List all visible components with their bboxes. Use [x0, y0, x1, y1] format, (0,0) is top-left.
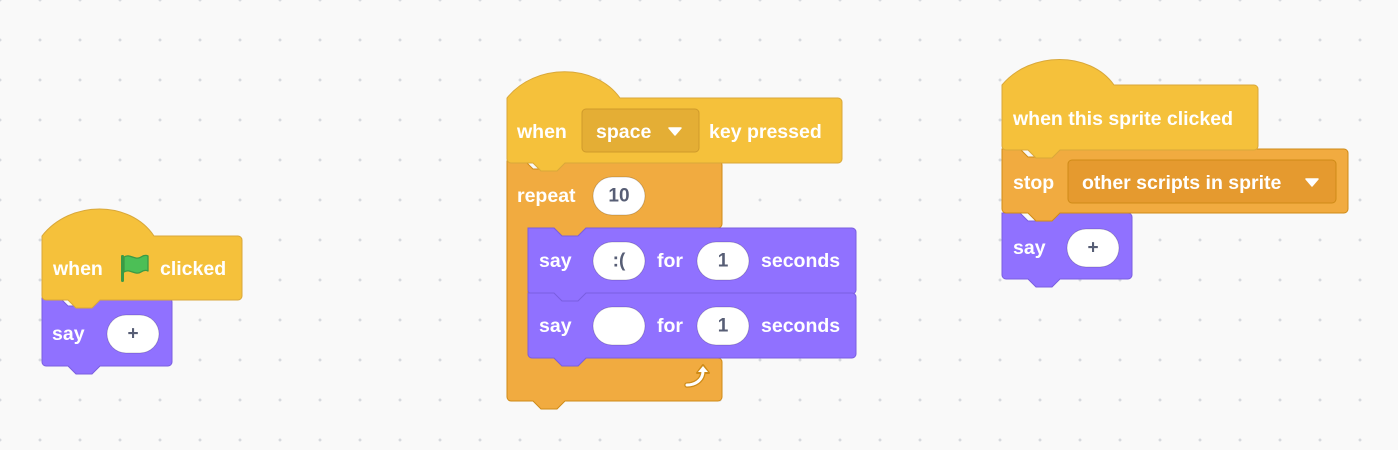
repeat-count-value: 10 — [608, 186, 629, 207]
loop-arrow-icon — [684, 364, 710, 388]
say-block[interactable]: say + — [1001, 212, 1133, 288]
hat-key-pressed-label: key pressed — [709, 121, 822, 143]
say-message-value: :( — [613, 251, 626, 272]
seconds-value: 1 — [718, 251, 729, 272]
green-flag-icon — [121, 254, 149, 282]
seconds-input[interactable] — [696, 306, 750, 346]
seconds-value: 1 — [718, 316, 729, 337]
for-label: for — [657, 250, 683, 272]
key-pressed-script[interactable]: repeat 10 say :( for 1 seconds say — [506, 71, 857, 410]
say-label: say — [539, 315, 572, 337]
key-dropdown-value: space — [596, 121, 651, 143]
say-label: say — [539, 250, 572, 272]
seconds-input[interactable] — [696, 241, 750, 281]
say-message-input[interactable] — [106, 314, 160, 354]
say-for-secs-block[interactable]: say :( for 1 seconds — [527, 227, 857, 303]
key-dropdown[interactable]: space — [581, 108, 700, 153]
green-flag-script[interactable]: say + when clicked — [41, 208, 243, 375]
chevron-down-icon — [668, 127, 682, 136]
say-message-input[interactable] — [592, 241, 646, 281]
stop-option-dropdown[interactable]: other scripts in sprite — [1067, 159, 1337, 204]
stop-option-value: other scripts in sprite — [1082, 172, 1282, 194]
when-flag-clicked-hat[interactable]: when clicked — [41, 208, 243, 309]
say-for-secs-block[interactable]: say for 1 seconds — [527, 292, 857, 367]
say-message-input[interactable] — [592, 306, 646, 346]
repeat-block[interactable]: repeat 10 — [506, 160, 723, 410]
say-label: say — [1013, 237, 1046, 259]
hat-clicked-label: clicked — [160, 258, 226, 280]
hat-label: when this sprite clicked — [1012, 108, 1233, 130]
stop-block[interactable]: stop other scripts in sprite — [1001, 148, 1349, 222]
stop-label: stop — [1013, 172, 1054, 194]
hat-when-label: when — [52, 258, 103, 280]
hat-when-label: when — [516, 121, 567, 143]
repeat-label: repeat — [517, 185, 576, 207]
say-block[interactable]: say + — [41, 297, 173, 375]
say-label: say — [52, 323, 85, 345]
when-key-pressed-hat[interactable]: when space key pressed — [506, 71, 843, 172]
when-sprite-clicked-hat[interactable]: when this sprite clicked — [1001, 59, 1259, 159]
say-message-input[interactable] — [1066, 228, 1120, 268]
chevron-down-icon — [1305, 178, 1319, 187]
seconds-label: seconds — [761, 250, 840, 272]
repeat-count-input[interactable] — [592, 176, 646, 216]
seconds-label: seconds — [761, 315, 840, 337]
say-message-value: + — [127, 324, 138, 345]
for-label: for — [657, 315, 683, 337]
sprite-clicked-script[interactable]: say + stop other scripts in sprite when … — [1001, 59, 1349, 288]
say-message-value: + — [1087, 238, 1098, 259]
